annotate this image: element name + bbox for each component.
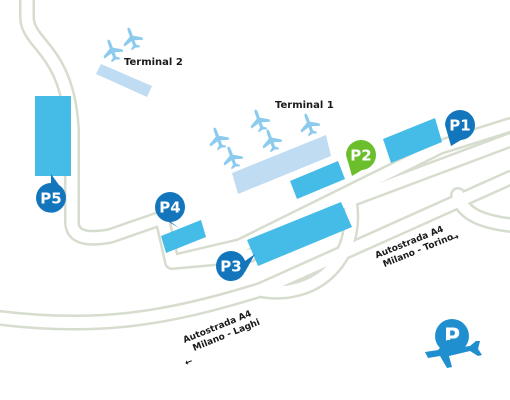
airplane-icon [98,36,126,65]
terminal-2-label: Terminal 2 [124,57,183,68]
terminal-2-building [96,64,152,97]
terminal-buildings [96,64,331,194]
parking-area-p1 [383,118,442,163]
airplane-icon [204,124,232,153]
svg-text:P5: P5 [40,190,61,208]
airplane-icon [295,110,323,139]
road-network [0,0,510,331]
parking-area-p2 [290,161,345,199]
airplane-icon [118,24,146,53]
terminal-1-building [232,135,331,194]
parking-pin-p3[interactable]: P3 [215,251,255,282]
arrow-left-icon: ← [184,357,195,369]
parking-pin-p5[interactable]: P5 [36,174,66,213]
terminal-1-label: Terminal 1 [275,100,334,111]
svg-text:P2: P2 [350,147,371,165]
svg-text:P4: P4 [159,199,180,217]
parking-area-p3 [247,202,352,266]
svg-text:P3: P3 [220,258,241,276]
parking-areas [35,96,442,266]
parking-area-p4 [161,220,206,253]
parking-pin-p4[interactable]: P4 [154,192,185,228]
airplane-icon [257,126,285,155]
parking-pin-p1[interactable]: P1 [445,110,475,146]
parking-pin-p2[interactable]: P2 [346,140,376,176]
parking-logo: P [425,319,482,368]
parking-area-p5 [35,96,71,176]
airplane-icons [98,24,323,172]
airplane-icon [425,340,482,368]
svg-text:P1: P1 [449,117,470,135]
arrow-right-icon: → [450,232,461,244]
